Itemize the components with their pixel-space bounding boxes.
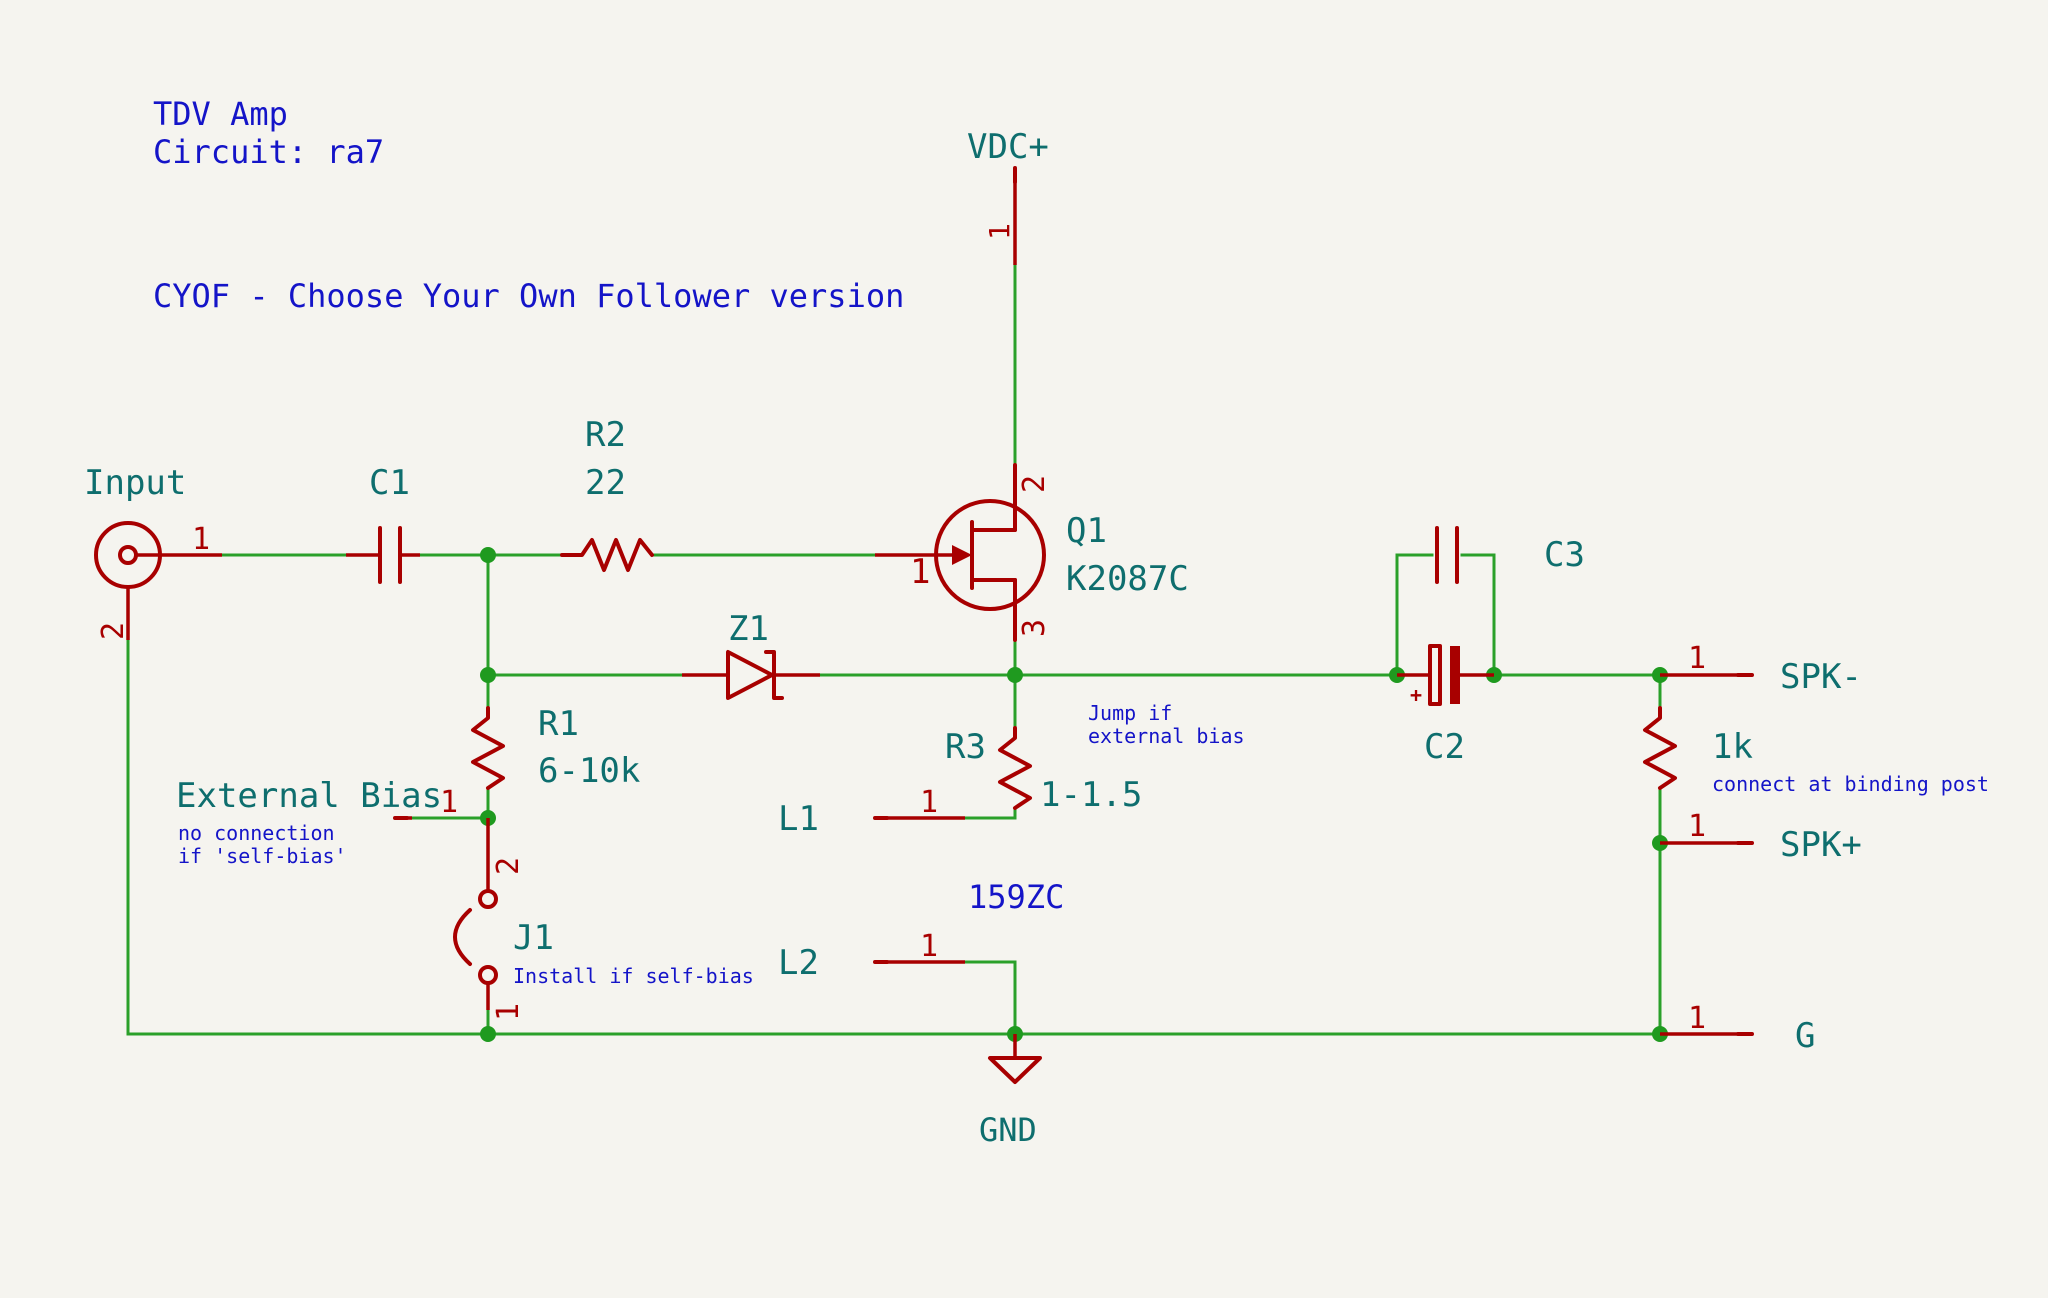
pin-ext-bias: 1 — [440, 785, 458, 820]
r3-resistor-symbol[interactable] — [998, 726, 1032, 810]
title-line1: TDV Amp — [153, 95, 288, 133]
pin-j1-top: 2 — [491, 857, 526, 875]
cyof-note: CYOF - Choose Your Own Follower version — [153, 277, 904, 315]
r3-label: R3 — [945, 727, 986, 767]
c2-label: C2 — [1424, 727, 1465, 767]
pin-vdc: 1 — [983, 223, 1016, 240]
connect-note: connect at binding post — [1712, 772, 1989, 796]
wire-c3-left — [1395, 553, 1434, 677]
no-connection-note-line2: if 'self-bias' — [178, 844, 347, 868]
input-connector-symbol[interactable] — [94, 521, 222, 640]
l1-label: L1 — [778, 799, 819, 839]
pin-spk-plus: 1 — [1688, 809, 1706, 844]
external-bias-label: External Bias — [176, 776, 442, 816]
junction-source-node — [1007, 667, 1023, 683]
spk-plus-label: SPK+ — [1780, 825, 1862, 865]
g-label: G — [1795, 1016, 1815, 1056]
c3-capacitor-symbol[interactable] — [1435, 526, 1459, 584]
q1-transistor-symbol[interactable] — [875, 463, 1046, 642]
jump-note-line2: external bias — [1088, 724, 1245, 748]
no-connection-note-line1: no connection — [178, 821, 335, 845]
gnd-label: GND — [979, 1111, 1037, 1149]
c1-label: C1 — [369, 463, 410, 503]
pin-g: 1 — [1688, 1001, 1706, 1036]
pin-spk-minus: 1 — [1688, 641, 1706, 676]
j1-jumper-symbol[interactable] — [453, 818, 498, 1010]
r1-label: R1 — [538, 704, 579, 744]
c3-label: C3 — [1544, 535, 1585, 575]
junction-gate-node — [480, 547, 496, 563]
connector-pins — [393, 673, 1754, 1036]
r2-value: 22 — [585, 463, 626, 503]
install-note: Install if self-bias — [513, 964, 754, 988]
z1-label: Z1 — [728, 609, 769, 649]
pin-q1-source: 3 — [1017, 619, 1052, 637]
spk-minus-label: SPK- — [1780, 657, 1862, 697]
r2-label: R2 — [585, 415, 626, 455]
gnd-power-symbol[interactable] — [988, 1034, 1042, 1084]
part-159zc-note: 159ZC — [968, 878, 1064, 916]
c2-polarity-mark: + — [1410, 683, 1422, 707]
jump-note-line1: Jump if — [1088, 701, 1172, 725]
c1-capacitor-symbol[interactable] — [346, 526, 420, 584]
q1-value: K2087C — [1066, 559, 1189, 599]
pin-input-sig: 1 — [192, 522, 210, 557]
pin-q1-gate: 1 — [910, 552, 930, 592]
r3-value: 1-1.5 — [1040, 775, 1142, 815]
r1-value: 6-10k — [538, 751, 640, 791]
junction-bias-node — [480, 667, 496, 683]
pin-j1-bottom: 1 — [491, 1003, 526, 1021]
pin-l2: 1 — [920, 929, 938, 964]
r1-resistor-symbol[interactable] — [471, 706, 505, 790]
r2-resistor-symbol[interactable] — [560, 538, 654, 572]
title-line2: Circuit: ra7 — [153, 133, 384, 171]
junction-gnd-left — [480, 1026, 496, 1042]
c2-capacitor-symbol[interactable] — [1397, 644, 1494, 706]
r-1k-value: 1k — [1712, 727, 1753, 767]
wire-c3-right — [1460, 553, 1496, 677]
vdc-label: VDC+ — [967, 127, 1049, 167]
pin-q1-drain: 2 — [1017, 475, 1052, 493]
wire-r3-l1 — [963, 806, 1017, 820]
j1-label: J1 — [513, 918, 554, 958]
q1-label: Q1 — [1066, 511, 1107, 551]
input-label: Input — [84, 463, 186, 503]
l2-label: L2 — [778, 943, 819, 983]
pin-input-gnd: 2 — [96, 622, 131, 640]
wire-l2-gnd — [963, 960, 1017, 1036]
pin-l1: 1 — [920, 785, 938, 820]
z1-diode-symbol[interactable] — [682, 650, 820, 700]
r-1k-resistor-symbol[interactable] — [1643, 706, 1677, 790]
